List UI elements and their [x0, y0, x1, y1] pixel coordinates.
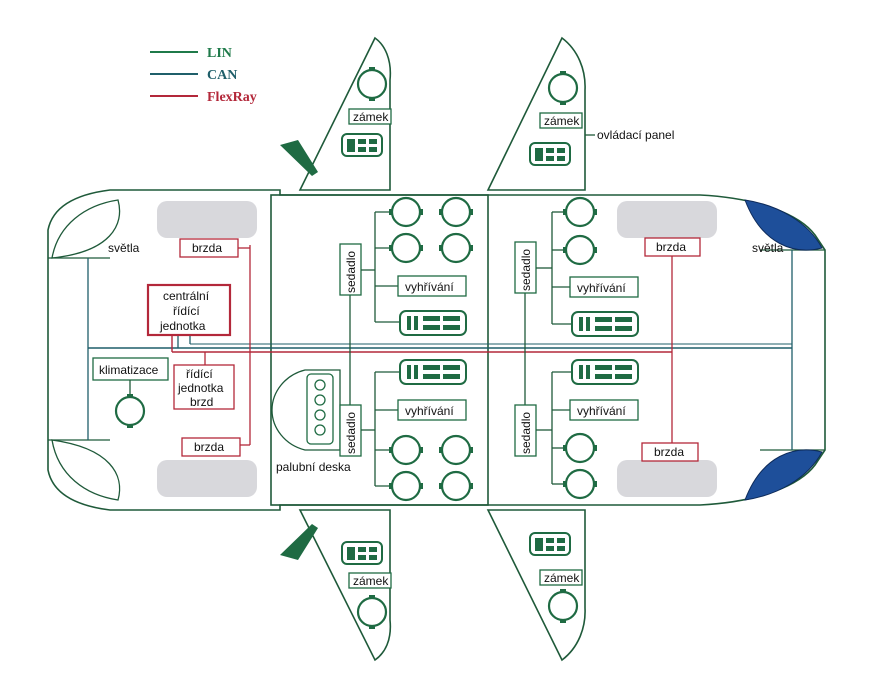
- sedadlo-label-4: sedadlo: [519, 412, 533, 454]
- zamek-label-2: zámek: [544, 114, 580, 128]
- klimatizace-label: klimatizace: [99, 363, 159, 377]
- brzda-box-fr: [644, 237, 701, 257]
- zamek-label-1: zámek: [353, 110, 389, 124]
- sedadlo-label-2: sedadlo: [519, 249, 533, 291]
- brake-ecu-box: [173, 364, 235, 410]
- dashboard: palubní deska: [271, 369, 351, 474]
- cabin: [270, 194, 489, 506]
- brake-ecu-line2: jednotka: [177, 381, 224, 395]
- central-ecu-line3: jednotka: [159, 319, 206, 333]
- mirror-bottom: [280, 524, 318, 560]
- vyhrivani-label-1: vyhřívání: [405, 280, 454, 294]
- brzda-box-rl: [181, 437, 241, 457]
- brzda-label-rl: brzda: [194, 440, 224, 454]
- brzda-box-rr: [641, 442, 699, 462]
- central-ecu-line2: řídící: [173, 304, 200, 318]
- klima-motor: [114, 395, 146, 427]
- sedadlo-label-1: sedadlo: [344, 251, 358, 293]
- wheel-rear-left: [617, 201, 717, 238]
- wheel-front-left: [157, 201, 257, 238]
- vyhrivani-label-3: vyhřívání: [405, 404, 454, 418]
- brake-ecu-line1: řídící: [186, 367, 213, 381]
- rear-left-light: [744, 199, 823, 251]
- zamek-label-4: zámek: [544, 571, 580, 585]
- front-left-light: [51, 199, 121, 259]
- door-rear-bottom: zámek: [486, 509, 586, 662]
- wheel-front-right: [157, 460, 257, 497]
- legend-lin-label: LIN: [207, 46, 232, 61]
- front-right-light: [51, 439, 121, 501]
- rear-right-light: [744, 449, 823, 501]
- central-ecu-box: [146, 283, 232, 337]
- seat-module-front-top: sedadlo vyhřívání: [339, 196, 473, 408]
- brzda-label-fl: brzda: [192, 241, 222, 255]
- svetla-right-label: světla: [752, 241, 784, 255]
- ovladaci-panel-label: ovládací panel: [597, 128, 674, 142]
- wheel-rear-right: [617, 460, 717, 497]
- door-rear-top: zámek ovládací panel: [486, 36, 674, 191]
- brzda-label-fr: brzda: [656, 240, 686, 254]
- zamek-label-3: zámek: [353, 574, 389, 588]
- seat-module-rear-bottom: sedadlo vyhřívání: [514, 359, 639, 500]
- seat-module-rear-top: sedadlo vyhřívání: [514, 196, 639, 408]
- door-front-top: zámek: [298, 36, 392, 191]
- central-ecu-line1: centrální: [163, 289, 210, 303]
- legend-flexray-label: FlexRay: [207, 90, 257, 105]
- legend-can-label: CAN: [207, 68, 237, 83]
- vyhrivani-label-2: vyhřívání: [577, 281, 626, 295]
- brake-ecu-line3: brzd: [190, 395, 213, 409]
- door-front-bottom: zámek: [298, 509, 392, 662]
- mirror-top: [280, 140, 318, 176]
- vyhrivani-label-4: vyhřívání: [577, 404, 626, 418]
- palubni-deska-label: palubní deska: [276, 460, 351, 474]
- brzda-label-rr: brzda: [654, 445, 684, 459]
- seat-module-front-bottom: sedadlo vyhřívání: [339, 359, 473, 502]
- sedadlo-label-3: sedadlo: [344, 412, 358, 454]
- svetla-left-label: světla: [108, 241, 140, 255]
- legend: LIN CAN FlexRay: [150, 46, 257, 105]
